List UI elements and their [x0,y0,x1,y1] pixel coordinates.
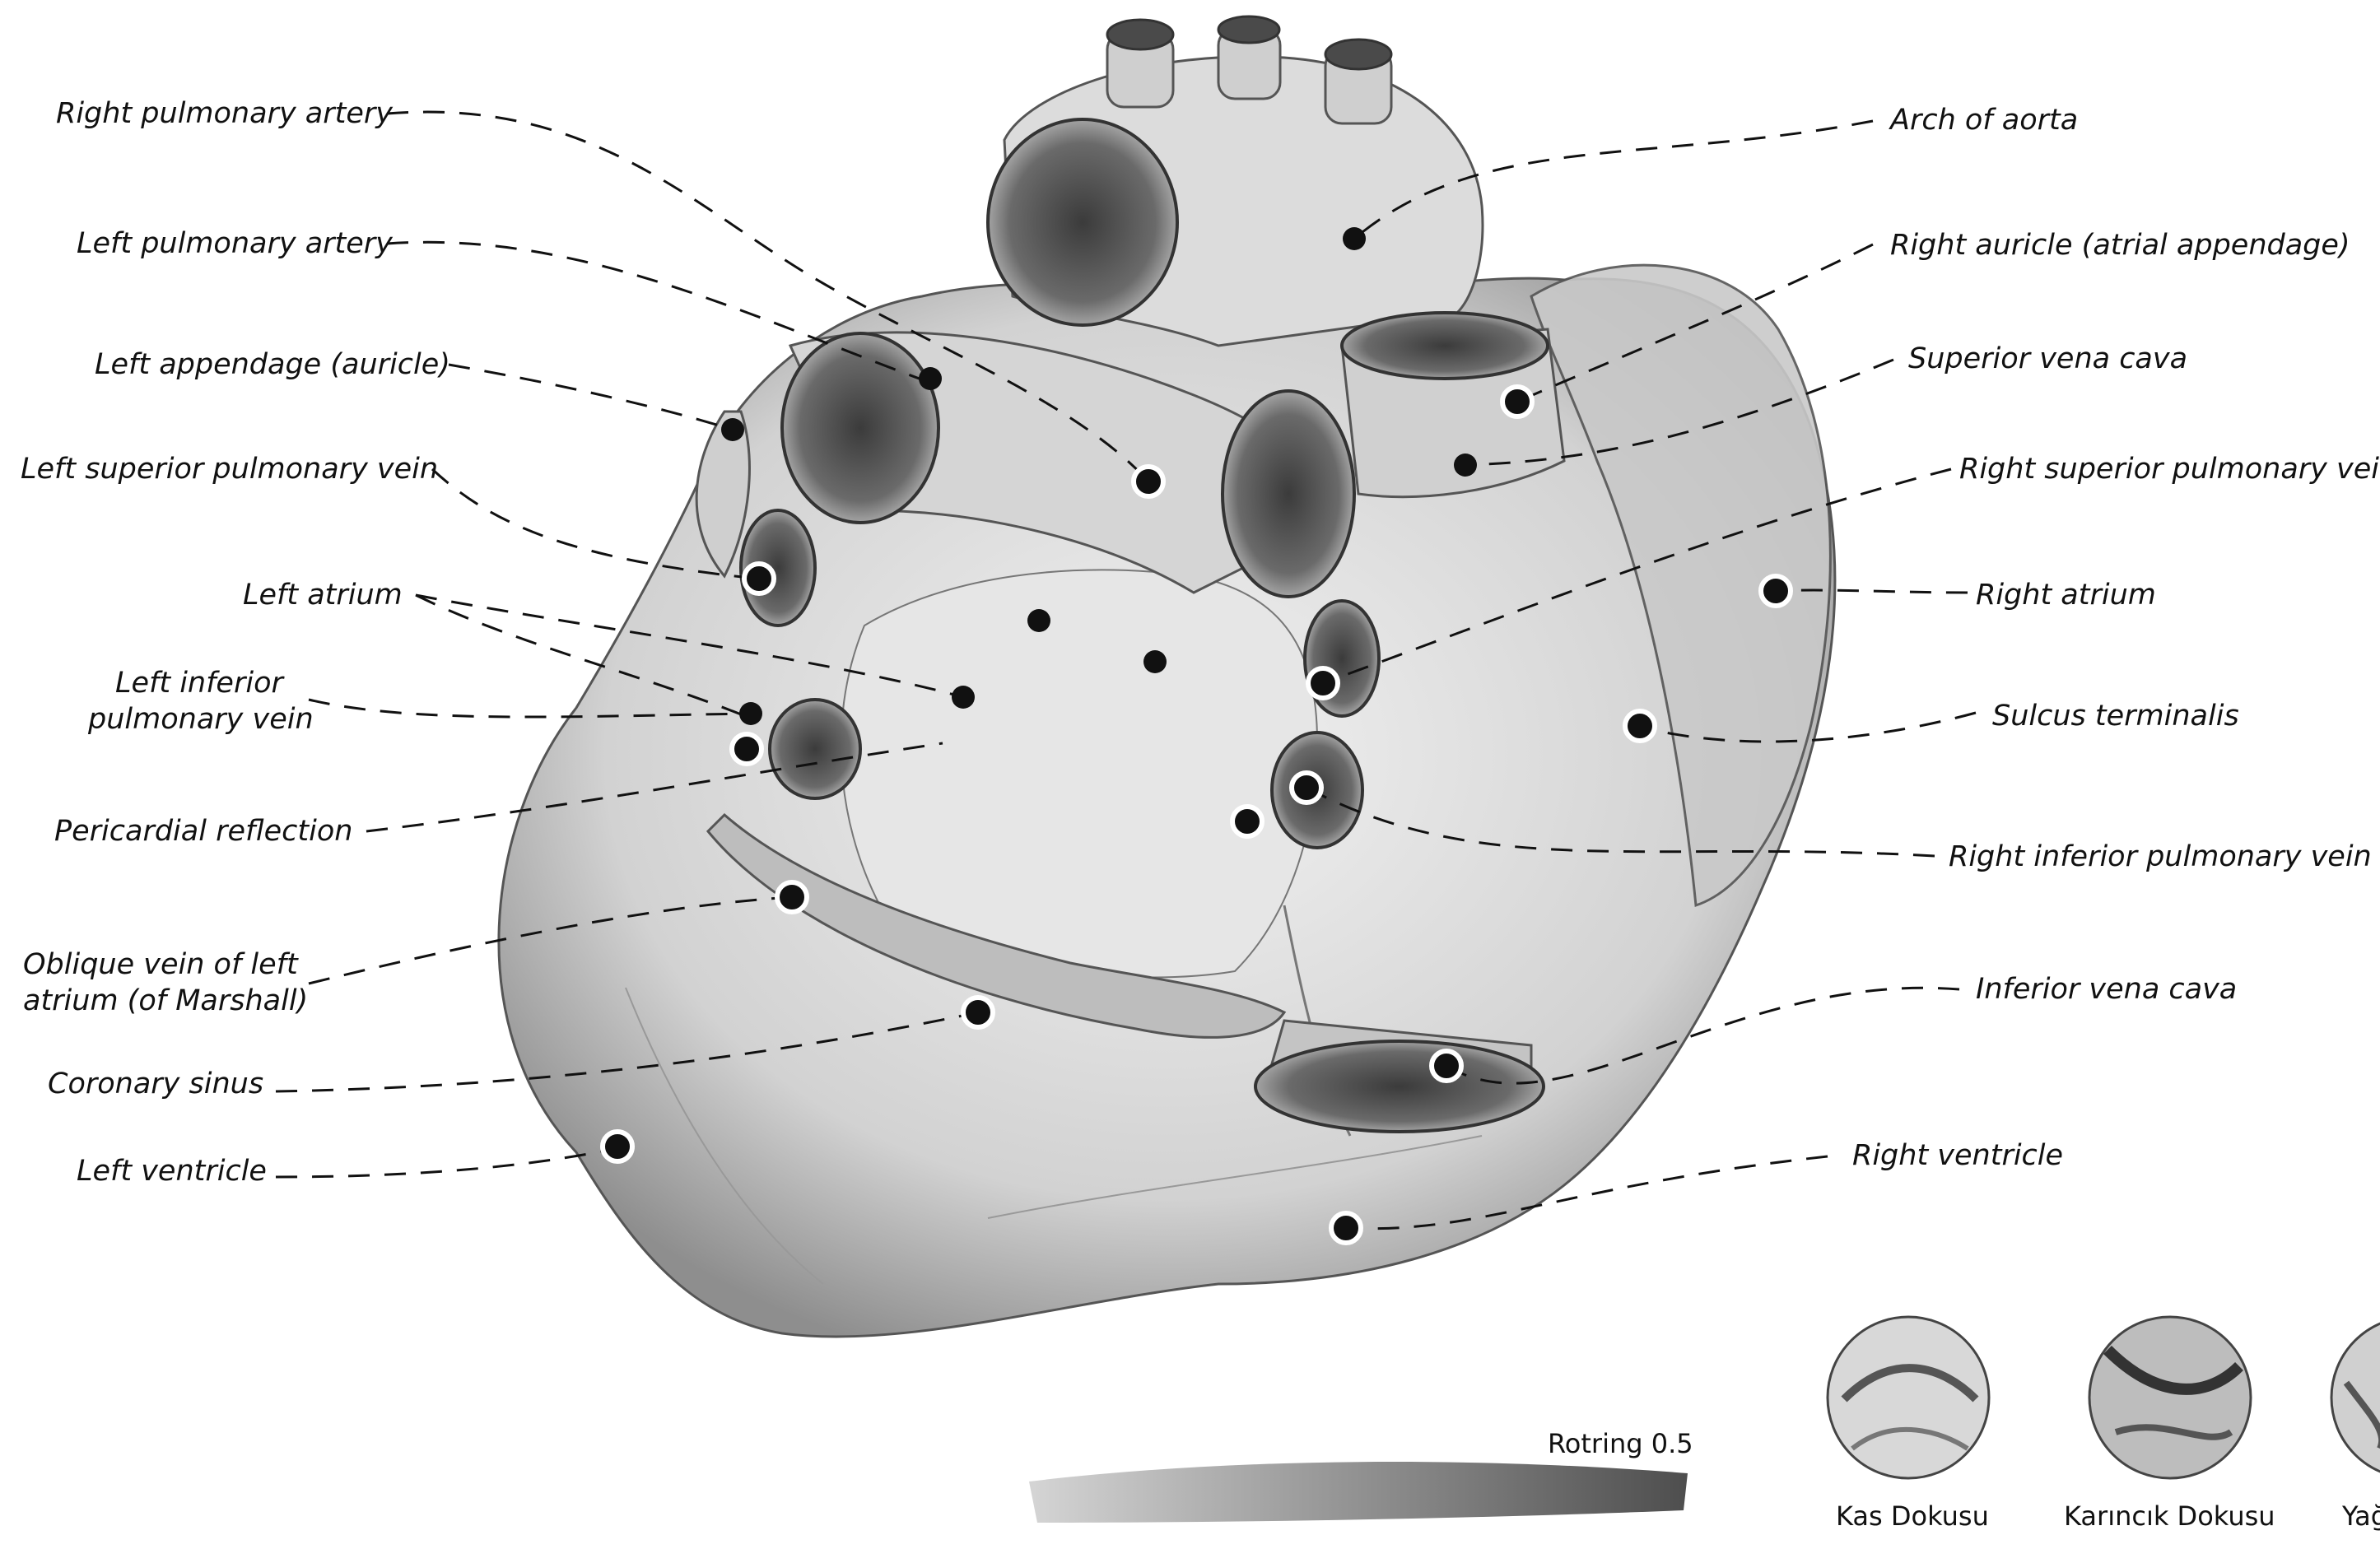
swatch-kas [1828,1317,1989,1478]
marker-pericardial-reflection-b [1232,807,1262,836]
swatch-yag-label: Yağ [2342,1500,2380,1532]
marker-right-superior-pulmonary-vein [1308,668,1338,698]
label-right-ventricle: Right ventricle [1852,1137,2063,1174]
marker-superior-vena-cava [1454,454,1477,477]
swatch-kas-label: Kas Dokusu [1836,1500,1989,1532]
marker-coronary-sinus [963,998,993,1027]
label-right-inferior-pulmonary-vein: Right inferior pulmonary vein [1949,839,2372,875]
label-left-appendage: Left appendage (auricle) [95,347,450,383]
label-right-auricle: Right auricle (atrial appendage) [1890,227,2350,263]
label-left-pulmonary-artery: Left pulmonary artery [77,226,393,262]
marker-sulcus-terminalis [1625,711,1655,741]
pencil-stroke-swatch [1029,1462,1688,1523]
label-right-atrium: Right atrium [1976,577,2156,613]
marker-right-auricle [1502,387,1532,416]
marker-left-atrium-b [1143,650,1167,673]
label-left-inferior-pulmonary-vein-line2: pulmonary vein [88,701,314,737]
marker-left-ventricle [603,1132,632,1161]
marker-right-atrium [1761,576,1791,606]
marker-left-superior-pulmonary-vein [744,564,774,593]
label-right-superior-pulmonary-vein: Right superior pulmonary vein [1959,451,2380,487]
marker-left-atrium-c [952,686,975,709]
aortic-arch [988,16,1483,346]
label-sulcus-terminalis: Sulcus terminalis [1992,698,2239,734]
pencil-label: Rotring 0.5 [1548,1428,1693,1459]
marker-right-pulmonary-artery [919,367,942,390]
marker-right-inferior-pulmonary-vein [1292,773,1321,802]
marker-left-inferior-pulmonary-vein [739,702,762,725]
swatch-karincik-label: Karıncık Dokusu [2064,1500,2275,1532]
marker-right-ventricle [1331,1213,1361,1243]
label-left-superior-pulmonary-vein: Left superior pulmonary vein [21,451,438,487]
marker-oblique-vein [777,882,807,912]
label-inferior-vena-cava: Inferior vena cava [1976,971,2237,1007]
label-left-ventricle: Left ventricle [77,1153,267,1189]
label-superior-vena-cava: Superior vena cava [1908,341,2187,377]
label-arch-of-aorta: Arch of aorta [1890,102,2078,138]
marker-left-atrium-a [1027,609,1050,632]
leader-left-ventricle [276,1148,617,1177]
marker-inferior-vena-cava [1432,1051,1461,1081]
leader-left-appendage [449,365,733,430]
swatch-karincik [2089,1317,2251,1478]
marker-left-appendage [721,418,744,441]
label-pericardial-reflection: Pericardial reflection [54,813,352,849]
texture-swatches [1828,1317,2380,1478]
label-oblique-vein-line2: atrium (of Marshall) [23,983,308,1019]
label-coronary-sinus: Coronary sinus [48,1066,263,1102]
marker-pericardial-reflection-a [732,734,762,764]
marker-pa-branch [1134,467,1163,496]
marker-arch-of-aorta [1343,227,1366,250]
label-left-inferior-pulmonary-vein-line1: Left inferior [115,665,283,701]
label-oblique-vein-line1: Oblique vein of left [23,947,298,983]
label-left-atrium: Left atrium [243,577,403,613]
label-right-pulmonary-artery: Right pulmonary artery [56,95,393,132]
